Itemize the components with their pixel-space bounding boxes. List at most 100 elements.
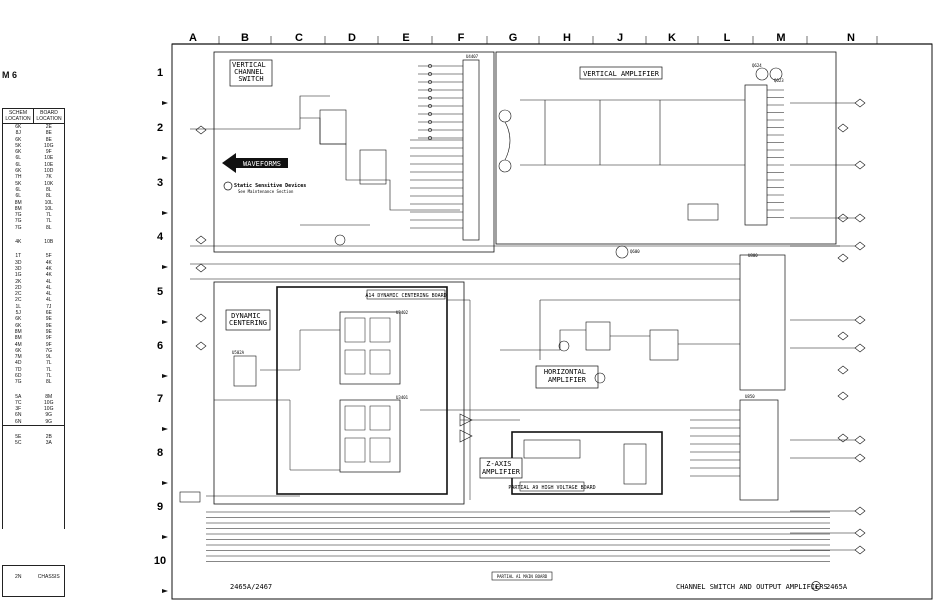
board-location-cell: 7J (46, 303, 52, 310)
page-fragment-label: M 6 (2, 70, 18, 80)
schem-location-cell: 6N (15, 412, 22, 419)
footer-title: CHANNEL SWITCH AND OUTPUT AMPLIFIERS (676, 583, 828, 591)
schem-location-cell: 2C (15, 291, 22, 298)
board-location-cell: 7K (45, 174, 52, 181)
vertical-channel-switch-box (229, 59, 273, 87)
schem-location-cell: 7H (15, 174, 22, 181)
vertical-channel-switch-area (213, 51, 495, 253)
board-location-cell: 10E (44, 155, 54, 162)
grid-row-label: 3 (157, 177, 163, 189)
a14-title-box (366, 289, 446, 300)
schem-location-cell: 3F (15, 406, 22, 413)
grid-column-label: E (402, 32, 409, 44)
schem-location-cell: 6K (15, 149, 22, 156)
grid-row-marker (162, 535, 168, 539)
diode-symbol (428, 112, 432, 116)
connector-diamond (854, 160, 866, 170)
grid-column-label: H (563, 32, 571, 44)
schem-location-cell: 6K (15, 136, 22, 143)
ext-z-axis-connector (179, 491, 201, 503)
schem-location-cell: 8J (15, 130, 21, 137)
diode-symbol (428, 136, 432, 140)
connector-diamond (837, 213, 849, 223)
chassis-cell: 2N (15, 574, 22, 580)
diode-symbol (428, 128, 432, 132)
q600-label: Q600 (630, 249, 640, 254)
schem-location-cell: 4K (15, 239, 22, 246)
vertical-amplifier-title: VERTICAL AMPLIFIER (583, 70, 660, 78)
delay-line-node (498, 109, 512, 123)
vertical-amplifier-circuitry (498, 89, 784, 221)
footer-model: 2465A (826, 583, 848, 591)
schem-location-cell: 8M (14, 199, 22, 206)
schem-location-cell: 4M (14, 341, 22, 348)
schem-location-cell: 7G (14, 379, 22, 386)
board-location-cell: 4L (45, 278, 52, 285)
grid-column-label: F (458, 32, 465, 44)
connector-diamond (854, 213, 866, 223)
connector-diamond (195, 125, 207, 135)
diode-symbol (428, 96, 432, 100)
gate-symbol (459, 413, 473, 427)
schem-location-cell: 6K (15, 322, 22, 329)
connector-diamond (195, 313, 207, 323)
schem-location-cell: 8M (14, 335, 22, 342)
connector-diamond (854, 506, 866, 516)
board-location-cell: 8L (45, 224, 52, 231)
ha-line2: AMPLIFIER (548, 376, 587, 384)
transistor-pair (369, 437, 391, 463)
grid-row-label: 9 (157, 501, 163, 513)
footer-page-number: 6 (815, 585, 818, 590)
board-location-cell: 10G (44, 406, 54, 413)
schem-location-cell: 6L (15, 193, 22, 200)
static-line1: Static Sensitive Devices (234, 183, 306, 189)
output-connectors (195, 98, 866, 555)
board-location-cell: 10E (44, 161, 54, 168)
connector-diamond (195, 263, 207, 273)
schem-location-cell: 7D (15, 366, 22, 373)
connector-diamond (837, 253, 849, 263)
diode-symbol (428, 120, 432, 124)
grid-column-label: J (617, 32, 623, 44)
connector-diamond (837, 433, 849, 443)
dynamic-centering-box (225, 309, 271, 331)
parts-table-header: SCHEM LOCATION BOARD LOCATION (3, 109, 64, 124)
board-location-cell: 4L (45, 284, 52, 291)
board-location-cell: 7L (45, 212, 52, 219)
u4750-ic (359, 149, 387, 185)
grid-row-marker (162, 156, 168, 160)
grid-column-label: B (241, 32, 249, 44)
connector-diamond (837, 331, 849, 341)
schem-location-cell: 6K (15, 347, 22, 354)
u735-ic (585, 321, 611, 351)
board-location-cell: 9F (45, 341, 52, 348)
schem-location-cell: 6K (15, 316, 22, 323)
u850-label: U850 (745, 394, 755, 399)
horizontal-amplifier-circuitry (500, 299, 740, 384)
schem-location-cell: 7G (14, 218, 22, 225)
q623-transistor (769, 67, 783, 81)
vcs-circuitry (190, 64, 463, 246)
grid-column-label: D (348, 32, 356, 44)
diode-symbol (428, 64, 432, 68)
vcs-line3: SWITCH (238, 75, 263, 83)
u3401-ic (339, 399, 401, 473)
delay-line (504, 121, 511, 161)
board-location-cell: 8L (45, 193, 52, 200)
transistor-pair (344, 349, 366, 375)
